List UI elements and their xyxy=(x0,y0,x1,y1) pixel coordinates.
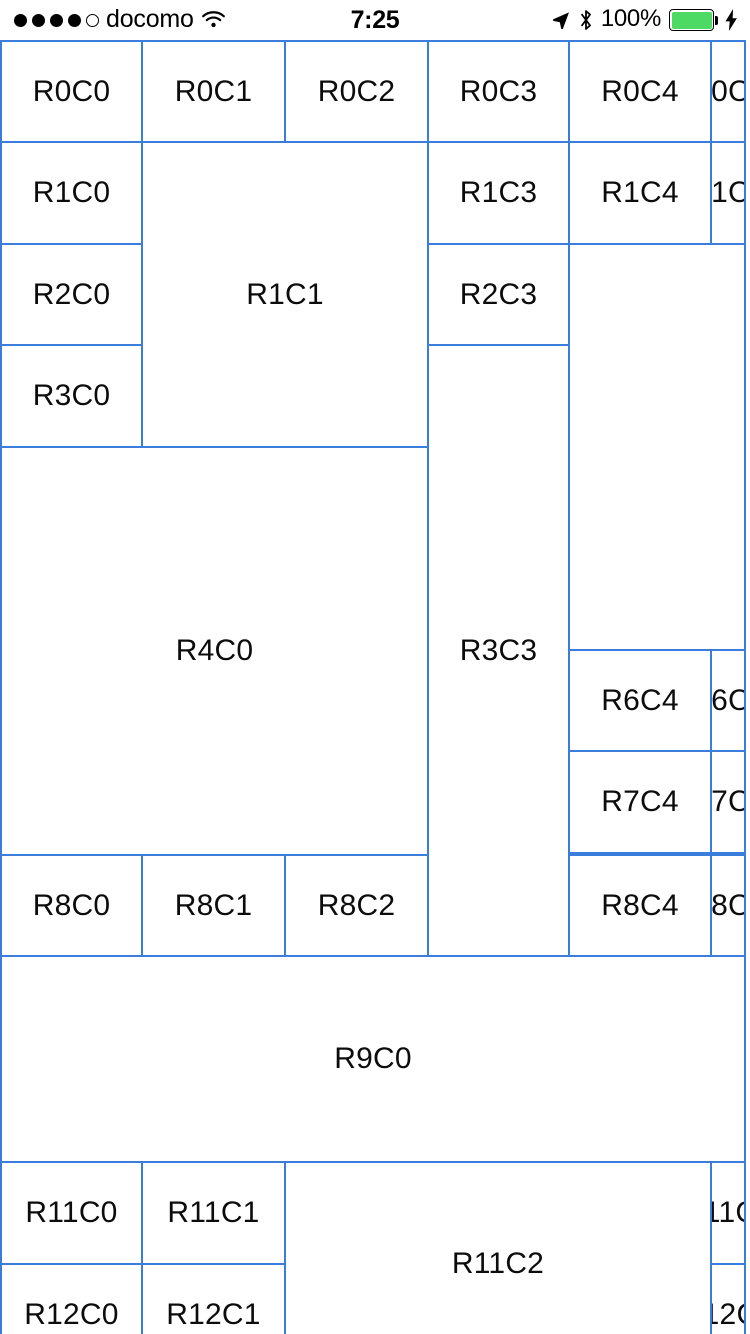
signal-strength-dots xyxy=(14,13,99,27)
grid-cell-r6c4[interactable]: R6C4 xyxy=(568,649,712,752)
grid-cell-r3c0[interactable]: R3C0 xyxy=(0,344,143,448)
grid-cell-r8c5[interactable]: R8C5 xyxy=(710,854,746,957)
signal-dot-1 xyxy=(14,13,27,27)
grid-cell-r0c2[interactable]: R0C2 xyxy=(284,40,429,143)
grid-cell-r11c2[interactable]: R11C2 xyxy=(284,1161,712,1334)
grid-cell-r1c4[interactable]: R1C4 xyxy=(568,141,712,245)
grid-cell-r6c5[interactable]: R6C5 xyxy=(710,649,746,752)
status-bar: docomo 7:25 100% xyxy=(0,0,750,40)
grid-cell-r8c1[interactable]: R8C1 xyxy=(141,854,286,957)
grid-cell-r8c0[interactable]: R8C0 xyxy=(0,854,143,957)
signal-dot-3 xyxy=(50,13,63,27)
grid-cell-r12c1[interactable]: R12C1 xyxy=(141,1263,286,1334)
grid-cell-r2c3[interactable]: R2C3 xyxy=(427,243,570,346)
grid-cell-r1c3[interactable]: R1C3 xyxy=(427,141,570,245)
grid-cell-r11c1[interactable]: R11C1 xyxy=(141,1161,286,1265)
status-bar-center: 7:25 xyxy=(0,0,750,40)
grid-cell-r11c5[interactable]: R11C5 xyxy=(710,1161,746,1265)
status-bar-right: 100% xyxy=(551,0,738,40)
grid-cell-r7c5[interactable]: R7C5 xyxy=(710,750,746,854)
grid-cell-r7c4[interactable]: R7C4 xyxy=(568,750,712,854)
location-arrow-icon xyxy=(551,10,571,30)
grid-cell-r0c4[interactable]: R0C4 xyxy=(568,40,712,143)
signal-dot-5 xyxy=(86,13,99,27)
signal-dot-2 xyxy=(32,13,45,27)
grid-cell-r0c3[interactable]: R0C3 xyxy=(427,40,570,143)
lightning-bolt-icon xyxy=(722,9,738,31)
grid-cell-r4c0[interactable]: R4C0 xyxy=(0,446,429,856)
battery-icon xyxy=(669,9,718,31)
signal-dot-4 xyxy=(68,13,81,27)
wifi-icon xyxy=(201,10,226,30)
grid-cell-r2c0[interactable]: R2C0 xyxy=(0,243,143,346)
grid-cell-r1c5[interactable]: R1C5 xyxy=(710,141,746,245)
grid-cell-r1c1[interactable]: R1C1 xyxy=(141,141,429,448)
grid-container[interactable]: R0C0R0C1R0C2R0C3R0C4R0C5R1C0R1C1R1C3R1C4… xyxy=(0,40,750,1334)
battery-fill xyxy=(671,11,712,29)
grid-cell-r8c2[interactable]: R8C2 xyxy=(284,854,429,957)
grid-cell-r8c4[interactable]: R8C4 xyxy=(568,854,712,957)
clock-time: 7:25 xyxy=(350,5,400,34)
bluetooth-icon xyxy=(579,9,593,31)
battery-percent-label: 100% xyxy=(600,5,661,32)
grid-cell-r12c5[interactable]: R12C5 xyxy=(710,1263,746,1334)
grid-cell-r12c0[interactable]: R12C0 xyxy=(0,1263,143,1334)
grid-cell-r0c5[interactable]: R0C5 xyxy=(710,40,746,143)
grid-cell-r0c0[interactable]: R0C0 xyxy=(0,40,143,143)
status-bar-left: docomo xyxy=(14,0,226,40)
grid-cell-empty[interactable] xyxy=(568,243,746,651)
grid-cell-r3c3[interactable]: R3C3 xyxy=(427,344,570,957)
grid-cell-r1c0[interactable]: R1C0 xyxy=(0,141,143,245)
grid-cell-r11c0[interactable]: R11C0 xyxy=(0,1161,143,1265)
carrier-label: docomo xyxy=(106,4,194,33)
grid-cell-r9c0[interactable]: R9C0 xyxy=(0,955,746,1163)
grid-cell-r0c1[interactable]: R0C1 xyxy=(141,40,286,143)
